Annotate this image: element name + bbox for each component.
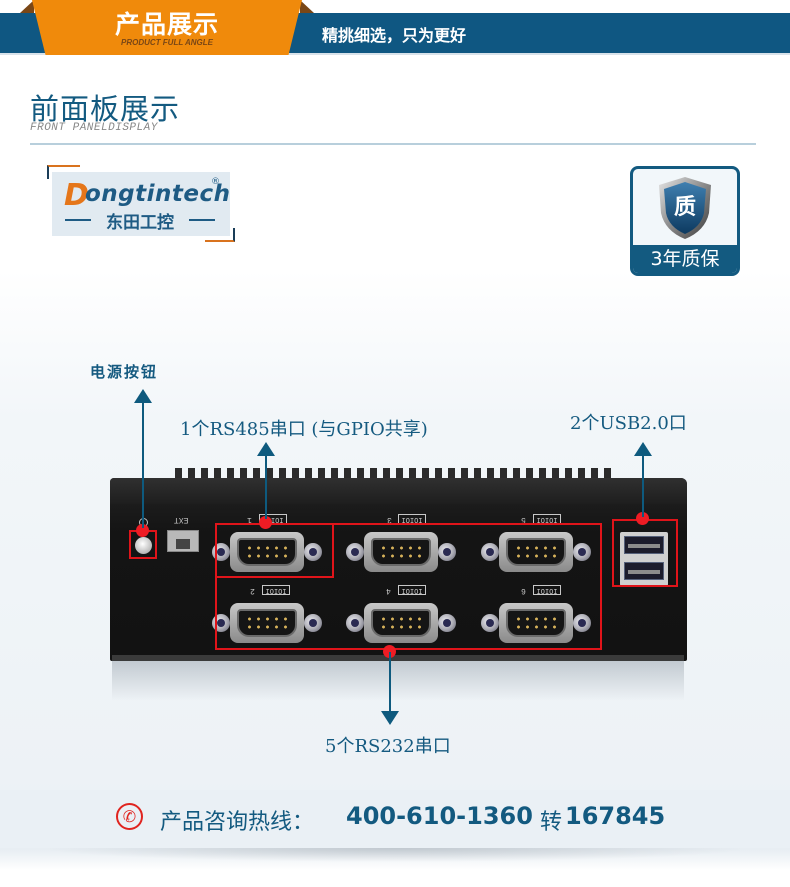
hotline-ext-label: 转 [540,810,563,835]
warranty-label: 3年质保 [633,245,737,273]
logo-name: ongtintech [85,181,231,207]
rs485-label: 1个RS485串口 (与GPIO共享) [180,419,428,440]
hotline-extension: 167845 [565,802,666,830]
power-button [135,537,152,554]
arrow-up-icon [257,442,275,456]
warranty-badge: 质 3年质保 [630,166,740,276]
hotline-number: 400-610-1360 [346,802,533,830]
rs485-callout-line [265,455,267,519]
logo-chinese-name: 东田工控 [106,212,174,233]
rs232-callout-line [389,652,391,714]
ext-label: EXT [174,515,189,524]
hotline-shadow [40,848,750,862]
hotline-label: 产品咨询热线： [160,810,315,835]
serial-port-6 [481,601,591,645]
serial-port-4 [346,601,456,645]
header-fold-right [300,0,314,13]
device-bottom-edge [112,655,684,661]
header-subtitle: PRODUCT FULL ANGLE [121,38,213,47]
usb-label: 2个USB2.0口 [570,413,687,434]
serial-port-2 [212,601,322,645]
heatsink-fins [175,468,615,480]
section-title: 前面板展示 [30,92,181,126]
logo-initial: D [64,178,89,213]
power-button-label: 电源按钮 [90,363,159,381]
logo-dash-left [65,219,91,221]
rs232-marker-dot [383,645,396,658]
serial-port-3 [346,530,456,574]
shield-icon [659,177,711,239]
logo-corner-bottom-right [205,228,235,242]
serial-port-5 [481,530,591,574]
rs232-label: 5个RS232串口 [325,736,451,757]
header-slogan: 精挑细选，只为更好 [322,26,467,45]
logo-corner-top-left [47,165,80,179]
device-top-edge [110,478,687,504]
brand-logo [52,172,230,236]
rs232-highlight [215,523,602,650]
section-subtitle: FRONT PANELDISPLAY [30,122,158,134]
shield-char: 质 [673,195,696,220]
registered-mark: ® [211,177,220,187]
power-callout-line [142,402,144,528]
phone-icon: ✆ [116,803,143,830]
logo-dash-right [189,219,215,221]
header-title: 产品展示 [114,10,219,39]
arrow-up-icon [634,442,652,456]
logo-chinese-row: 东田工控 [65,209,215,233]
header-band-strip [0,53,790,55]
usb-port-2 [624,562,664,580]
arrow-down-icon [381,711,399,725]
usb-highlight [612,519,678,587]
arrow-up-icon [134,389,152,403]
usb-marker-dot [636,512,649,525]
rs485-marker-dot [259,516,272,529]
usb-port-1 [624,536,664,554]
usb-callout-line [642,455,644,517]
ext-port [167,530,199,552]
device-reflection [112,661,684,701]
section-divider [30,143,756,145]
usb-ports [620,532,668,586]
header-tab [32,0,302,55]
power-marker-dot [136,524,149,537]
